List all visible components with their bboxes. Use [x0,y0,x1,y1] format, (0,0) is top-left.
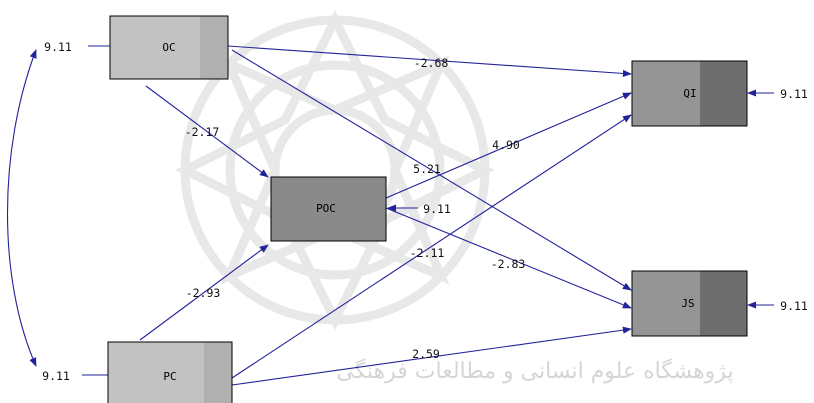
node-pc-label: PC [163,370,176,383]
error-value-poc: 9.11 [423,202,451,216]
coef-poc-qi: 4.90 [492,138,520,152]
node-qi[interactable]: QI [631,60,748,127]
node-qi-label: QI [683,87,696,100]
path-poc-qi [385,92,632,199]
error-value-qi: 9.11 [780,87,808,101]
path-oc-qi [227,45,632,78]
error-value-js: 9.11 [780,299,808,313]
path-pc-js [231,326,632,386]
watermark-text: پژوهشگاه علوم انسانی و مطالعات فرهنگی [336,358,733,384]
coef-oc-poc: -2.17 [185,125,220,139]
coef-oc-js: 5.21 [413,162,441,176]
watermark-ornament [174,9,496,331]
node-oc[interactable]: OC [109,15,229,80]
coef-pc-poc: -2.93 [186,286,221,300]
node-js[interactable]: JS [631,270,748,337]
node-poc[interactable]: POC [270,176,387,242]
covariance-oc-pc [7,49,37,367]
coef-pc-qi: -2.11 [410,246,445,260]
coef-oc-qi: -2.68 [414,56,449,70]
path-oc-js [231,49,632,291]
error-value-pc: 9.11 [42,369,70,383]
coef-pc-js: 2.59 [412,347,440,361]
error-value-oc: 9.11 [44,40,72,54]
path-pc-qi [231,114,632,379]
node-js-label: JS [681,297,694,310]
node-pc[interactable]: PC [107,341,233,403]
path-poc-js [385,207,632,309]
node-poc-label: POC [316,202,336,215]
path-pc-poc [139,244,269,341]
node-oc-label: OC [162,41,175,54]
coef-poc-js: -2.83 [491,257,526,271]
path-oc-poc [145,85,269,178]
